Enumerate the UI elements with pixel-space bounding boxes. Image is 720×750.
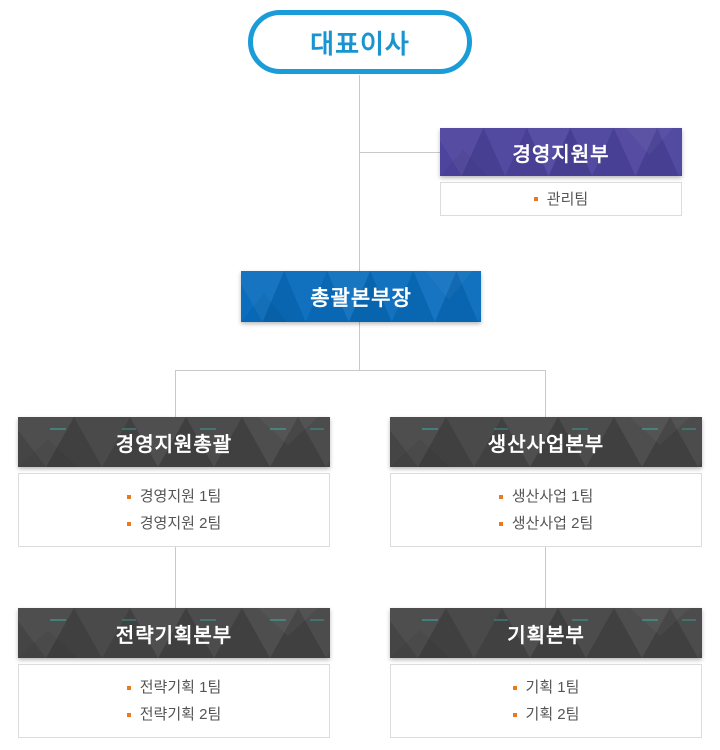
node-ceo-label: 대표이사 [310,28,410,59]
team-label: 경영지원 2팀 [139,515,222,532]
square-bullet-icon [498,494,503,499]
connector-branch-staff-dept [360,152,441,153]
connector-director-bus [359,322,360,370]
square-bullet-icon [533,197,538,201]
team-label: 관리팀 [546,190,589,208]
square-bullet-icon [126,521,131,526]
team-label: 전략기획 1팀 [139,679,222,696]
connector-left-row2 [175,547,176,608]
node-division-2: 생산사업본부 [390,417,702,467]
node-division-2-title: 생산사업본부 [487,433,605,456]
square-bullet-icon [126,685,131,690]
node-staff-dept-title: 경영지원부 [512,143,610,166]
node-general-director-label: 총괄본부장 [310,286,412,310]
square-bullet-icon [126,494,131,499]
team-list-division-4: 기획 1팀 기획 2팀 [390,664,702,738]
team-list-staff-dept: 관리팀 [440,182,682,216]
list-item: 기획 1팀 [512,674,580,701]
team-label: 경영지원 1팀 [139,488,222,505]
node-ceo: 대표이사 [248,10,472,74]
square-bullet-icon [126,712,131,717]
list-item: 경영지원 2팀 [126,510,222,537]
team-label: 생산사업 1팀 [511,488,594,505]
list-item: 기획 2팀 [512,701,580,728]
node-division-4-title: 기획본부 [507,624,585,647]
team-list-division-2: 생산사업 1팀 생산사업 2팀 [390,473,702,547]
connector-drop-right [545,370,546,417]
square-bullet-icon [512,712,517,717]
square-bullet-icon [498,521,503,526]
node-division-4: 기획본부 [390,608,702,658]
team-label: 기획 1팀 [525,679,580,696]
node-general-director: 총괄본부장 [241,271,481,322]
team-label: 기획 2팀 [525,706,580,723]
list-item: 전략기획 1팀 [126,674,222,701]
connector-drop-left [175,370,176,417]
connector-ceo-director [359,75,360,271]
team-label: 전략기획 2팀 [139,706,222,723]
team-list-division-1: 경영지원 1팀 경영지원 2팀 [18,473,330,547]
connector-horizontal-bus [175,370,545,371]
node-division-3-title: 전략기획본부 [115,624,233,647]
list-item: 전략기획 2팀 [126,701,222,728]
list-item: 생산사업 1팀 [498,483,594,510]
team-label: 생산사업 2팀 [511,515,594,532]
node-division-3: 전략기획본부 [18,608,330,658]
team-list-division-3: 전략기획 1팀 전략기획 2팀 [18,664,330,738]
node-division-1-title: 경영지원총괄 [115,433,233,456]
square-bullet-icon [512,685,517,690]
list-item: 생산사업 2팀 [498,510,594,537]
node-staff-dept: 경영지원부 [440,128,682,176]
node-division-1: 경영지원총괄 [18,417,330,467]
list-item: 관리팀 [533,186,589,213]
list-item: 경영지원 1팀 [126,483,222,510]
connector-right-row2 [545,547,546,608]
